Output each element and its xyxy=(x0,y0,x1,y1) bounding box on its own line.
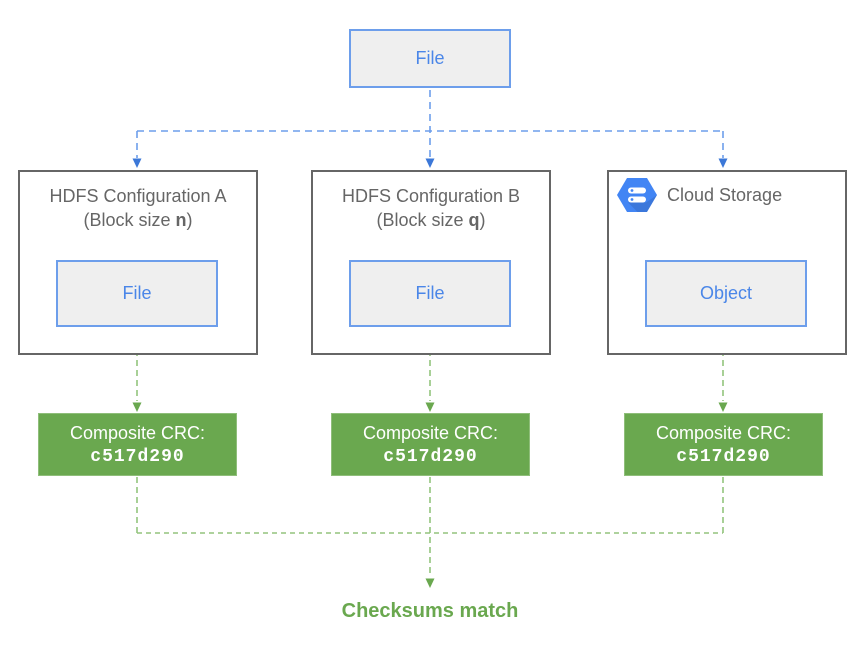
crc-box-b: Composite CRC: c517d290 xyxy=(331,413,530,476)
source-file-box: File xyxy=(349,29,511,88)
green-result-arrowhead xyxy=(425,578,435,588)
cloud-storage-title: Cloud Storage xyxy=(667,184,783,205)
crc-box-a: Composite CRC: c517d290 xyxy=(38,413,237,476)
crc-value-a: c517d290 xyxy=(90,447,185,467)
hdfs-a-file-box: File xyxy=(56,260,218,327)
hdfs-b-file-box: File xyxy=(349,260,511,327)
green-arrowhead-a xyxy=(132,402,142,412)
crc-value-c: c517d290 xyxy=(676,447,771,467)
blue-arrowhead-a xyxy=(132,158,142,168)
hdfs-b-subtitle: (Block size q) xyxy=(376,210,486,230)
hdfs-b-title-line1: HDFS Configuration B xyxy=(341,186,521,206)
blue-arrowhead-c xyxy=(718,158,728,168)
crc-label-b: Composite CRC: xyxy=(362,423,499,443)
hdfs-b-box: HDFS Configuration B (Block size q) File xyxy=(311,170,551,355)
green-arrowhead-c xyxy=(718,402,728,412)
cloud-storage-object-label: Object xyxy=(699,283,753,303)
cloud-storage-header: Cloud Storage xyxy=(617,178,782,212)
cloud-storage-box: Cloud Storage Object xyxy=(607,170,847,355)
hdfs-a-title: HDFS Configuration A (Block size n) xyxy=(20,184,256,232)
hdfs-b-file-label: File xyxy=(415,283,445,303)
cloud-storage-object-box: Object xyxy=(645,260,807,327)
hdfs-a-file-label: File xyxy=(122,283,152,303)
hdfs-b-title: HDFS Configuration B (Block size q) xyxy=(313,184,549,232)
source-file-label: File xyxy=(415,48,445,68)
crc-label-c: Composite CRC: xyxy=(655,423,792,443)
cloud-storage-icon xyxy=(617,178,657,212)
crc-value-b: c517d290 xyxy=(383,447,478,467)
checksums-match-label: Checksums match xyxy=(341,600,519,622)
crc-label-a: Composite CRC: xyxy=(69,423,206,443)
crc-box-c: Composite CRC: c517d290 xyxy=(624,413,823,476)
blue-arrowhead-b xyxy=(425,158,435,168)
green-arrowhead-b xyxy=(425,402,435,412)
hdfs-a-box: HDFS Configuration A (Block size n) File xyxy=(18,170,258,355)
hdfs-a-title-line1: HDFS Configuration A xyxy=(49,186,227,206)
hdfs-a-subtitle: (Block size n) xyxy=(83,210,193,230)
